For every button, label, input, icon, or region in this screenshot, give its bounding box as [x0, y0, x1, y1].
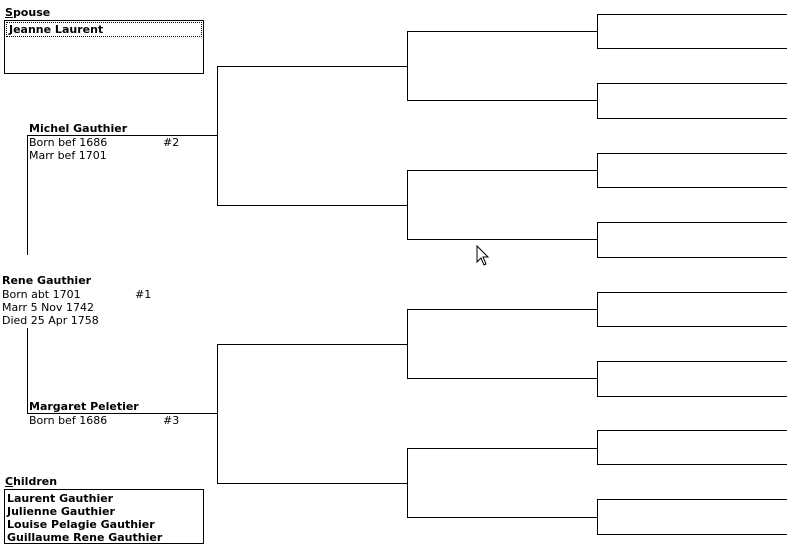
spouse-heading: Spouse — [5, 6, 50, 19]
slot-paternal-grandmother[interactable] — [217, 205, 408, 206]
slot-gggp-3[interactable] — [597, 83, 787, 84]
slot-ggp-6[interactable] — [407, 378, 598, 379]
slot-gggp-6[interactable] — [597, 187, 787, 188]
primary-marriage: Marr 5 Nov 1742 — [2, 301, 95, 314]
slot-gggp-2[interactable] — [597, 48, 787, 49]
slot-gggp-7[interactable] — [597, 222, 787, 223]
gggp-bracket-3 — [597, 153, 598, 188]
slot-gggp-11[interactable] — [597, 361, 787, 362]
slot-ggp-3[interactable] — [407, 170, 598, 171]
slot-gggp-5[interactable] — [597, 153, 787, 154]
child-item[interactable]: Louise Pelagie Gauthier — [7, 518, 155, 531]
children-heading-rest: hildren — [13, 475, 58, 488]
slot-paternal-grandfather[interactable] — [217, 66, 408, 67]
mother-connector — [27, 328, 28, 414]
slot-gggp-13[interactable] — [597, 430, 787, 431]
spouse-list[interactable]: Jeanne Laurent — [4, 20, 204, 74]
slot-ggp-1[interactable] — [407, 31, 598, 32]
spouse-heading-rest: pouse — [12, 6, 51, 19]
slot-gggp-4[interactable] — [597, 118, 787, 119]
slot-ggp-8[interactable] — [407, 517, 598, 518]
father-underline — [28, 135, 218, 136]
slot-gggp-8[interactable] — [597, 257, 787, 258]
grandparent-bracket-paternal — [217, 66, 218, 206]
slot-gggp-14[interactable] — [597, 464, 787, 465]
slot-ggp-5[interactable] — [407, 309, 598, 310]
spouse-item-selected[interactable]: Jeanne Laurent — [6, 22, 202, 37]
children-heading-accesskey: C — [5, 475, 14, 488]
father-connector — [27, 135, 28, 255]
ggp-bracket-4 — [407, 448, 408, 518]
ggp-bracket-3 — [407, 309, 408, 379]
child-item[interactable]: Laurent Gauthier — [7, 492, 114, 505]
slot-maternal-grandmother[interactable] — [217, 483, 408, 484]
slot-gggp-1[interactable] — [597, 14, 787, 15]
children-list[interactable]: Laurent Gauthier Julienne Gauthier Louis… — [4, 489, 204, 544]
child-item[interactable]: Guillaume Rene Gauthier — [7, 531, 163, 544]
gggp-bracket-1 — [597, 14, 598, 49]
father-born: Born bef 1686 — [29, 136, 108, 149]
children-heading: Children — [5, 475, 57, 488]
slot-gggp-15[interactable] — [597, 499, 787, 500]
slot-gggp-16[interactable] — [597, 534, 787, 535]
mother-name[interactable]: Margaret Peletier — [29, 400, 139, 413]
primary-born: Born abt 1701 — [2, 288, 81, 301]
grandparent-bracket-maternal — [217, 344, 218, 484]
mother-born: Born bef 1686 — [29, 414, 108, 427]
slot-maternal-grandfather[interactable] — [217, 344, 408, 345]
mother-underline — [28, 413, 218, 414]
slot-gggp-12[interactable] — [597, 396, 787, 397]
slot-ggp-4[interactable] — [407, 239, 598, 240]
father-number: #2 — [163, 136, 180, 149]
slot-gggp-10[interactable] — [597, 326, 787, 327]
slot-ggp-2[interactable] — [407, 100, 598, 101]
gggp-bracket-2 — [597, 83, 598, 119]
gggp-bracket-7 — [597, 430, 598, 465]
primary-number: #1 — [135, 288, 152, 301]
slot-gggp-9[interactable] — [597, 292, 787, 293]
mouse-pointer-icon — [476, 245, 489, 266]
father-marriage: Marr bef 1701 — [29, 149, 107, 162]
ggp-bracket-1 — [407, 31, 408, 101]
spouse-heading-accesskey: S — [5, 6, 13, 19]
father-name[interactable]: Michel Gauthier — [29, 122, 128, 135]
gggp-bracket-5 — [597, 292, 598, 327]
mother-number: #3 — [163, 414, 180, 427]
gggp-bracket-8 — [597, 499, 598, 535]
primary-death: Died 25 Apr 1758 — [2, 314, 99, 327]
child-item[interactable]: Julienne Gauthier — [7, 505, 115, 518]
gggp-bracket-6 — [597, 361, 598, 397]
primary-name[interactable]: Rene Gauthier — [2, 274, 92, 287]
gggp-bracket-4 — [597, 222, 598, 258]
ggp-bracket-2 — [407, 170, 408, 240]
slot-ggp-7[interactable] — [407, 448, 598, 449]
